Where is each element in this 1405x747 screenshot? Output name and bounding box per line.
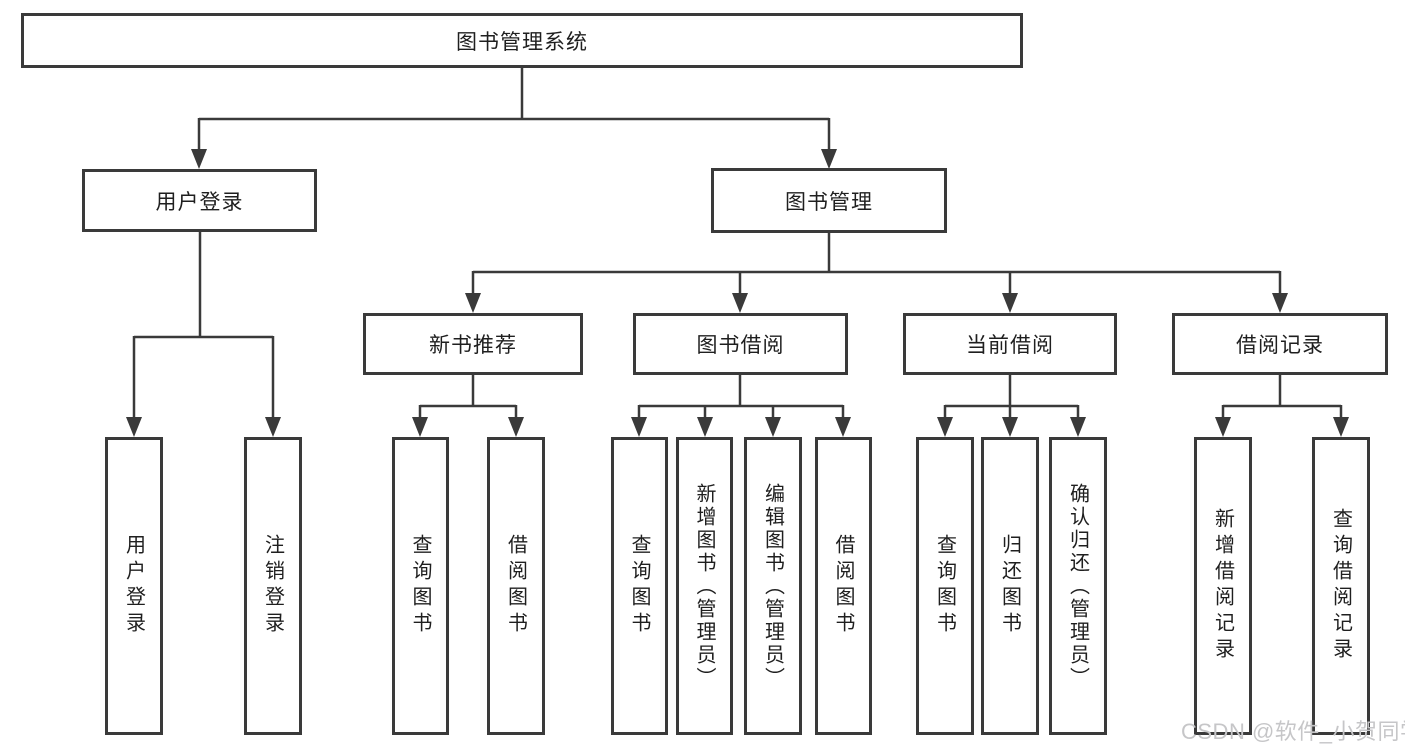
leaf-records-query-label: 查询借阅记录 (1329, 508, 1352, 664)
node-borrow-records: 借阅记录 (1172, 313, 1388, 375)
node-root-label: 图书管理系统 (456, 30, 588, 54)
leaf-newbook-query: 查询图书 (392, 437, 449, 735)
leaf-borrow-add-admin: 新增图书（管理员） (676, 437, 733, 735)
leaf-newbook-query-label: 查询图书 (409, 534, 431, 638)
leaf-records-add-label: 新增借阅记录 (1211, 508, 1234, 664)
node-book-management: 图书管理 (711, 168, 947, 233)
arrowheads (126, 149, 1349, 437)
leaf-borrow-borrow: 借阅图书 (815, 437, 872, 735)
leaf-records-query: 查询借阅记录 (1312, 437, 1370, 735)
leaf-current-confirm-admin-label: 确认归还（管理员） (1066, 482, 1089, 690)
leaf-borrow-add-admin-label: 新增图书（管理员） (693, 482, 715, 690)
node-book-management-label: 图书管理 (785, 190, 873, 214)
node-current-borrow: 当前借阅 (903, 313, 1117, 375)
leaf-newbook-borrow: 借阅图书 (487, 437, 545, 735)
leaf-current-confirm-admin: 确认归还（管理员） (1049, 437, 1107, 735)
leaf-borrow-query-label: 查询图书 (628, 534, 650, 638)
leaf-current-query-label: 查询图书 (933, 534, 956, 638)
node-new-book-recommend: 新书推荐 (363, 313, 583, 375)
leaf-logout-label: 注销登录 (261, 534, 284, 638)
leaf-records-add: 新增借阅记录 (1194, 437, 1252, 735)
leaf-borrow-edit-admin-label: 编辑图书（管理员） (761, 482, 784, 690)
leaf-borrow-edit-admin: 编辑图书（管理员） (744, 437, 802, 735)
leaf-current-return: 归还图书 (981, 437, 1039, 735)
node-book-borrow: 图书借阅 (633, 313, 848, 375)
leaf-logout: 注销登录 (244, 437, 302, 735)
node-user-login-label: 用户登录 (155, 190, 244, 214)
node-new-book-recommend-label: 新书推荐 (429, 334, 517, 357)
leaf-borrow-borrow-label: 借阅图书 (832, 534, 854, 638)
leaf-newbook-borrow-label: 借阅图书 (504, 534, 527, 638)
leaf-borrow-query: 查询图书 (611, 437, 668, 735)
node-user-login: 用户登录 (82, 169, 317, 232)
watermark: CSDN @软件_小贺同学 (1181, 719, 1405, 744)
node-borrow-records-label: 借阅记录 (1236, 334, 1324, 357)
node-book-borrow-label: 图书借阅 (696, 334, 785, 357)
node-root: 图书管理系统 (21, 13, 1023, 68)
leaf-current-query: 查询图书 (916, 437, 974, 735)
leaf-user-login-label: 用户登录 (122, 534, 145, 638)
node-current-borrow-label: 当前借阅 (966, 334, 1054, 357)
leaf-current-return-label: 归还图书 (998, 534, 1021, 638)
leaf-user-login: 用户登录 (105, 437, 163, 735)
